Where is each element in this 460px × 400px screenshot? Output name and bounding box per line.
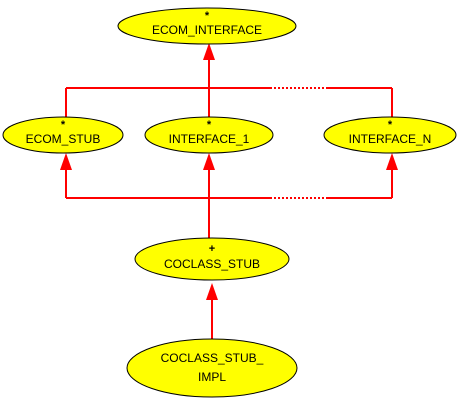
node-coclass-stub-impl[interactable]: COCLASS_STUB_ IMPL <box>126 338 298 398</box>
node-ecom-stub-shape <box>2 116 124 154</box>
node-interface-n[interactable]: * INTERFACE_N <box>323 116 457 154</box>
node-coclass-stub-impl-shape <box>126 338 298 398</box>
node-ecom-stub[interactable]: * ECOM_STUB <box>2 116 124 154</box>
node-interface-1-label: INTERFACE_1 <box>169 132 250 146</box>
node-coclass-stub[interactable]: + COCLASS_STUB <box>134 237 290 281</box>
arrowhead-interface-1 <box>203 153 215 170</box>
edges-top-bus <box>65 43 393 117</box>
node-interface-1-marker: * <box>207 119 212 131</box>
node-interface-n-shape <box>323 116 457 154</box>
node-coclass-stub-impl-label-line1: COCLASS_STUB_ <box>161 351 264 365</box>
node-interface-1[interactable]: * INTERFACE_1 <box>144 116 274 154</box>
edges-bottom <box>206 283 218 340</box>
node-ecom-interface-shape <box>117 7 297 45</box>
node-ecom-interface-label: ECOM_INTERFACE <box>152 23 262 37</box>
edges-middle-bus <box>60 153 398 238</box>
arrowhead-interface-n <box>386 153 398 170</box>
node-ecom-interface[interactable]: * ECOM_INTERFACE <box>117 7 297 45</box>
node-interface-n-marker: * <box>388 119 393 131</box>
node-interface-n-label: INTERFACE_N <box>349 132 432 146</box>
arrowhead-ecom-interface <box>203 43 215 60</box>
node-coclass-stub-impl-label-line2: IMPL <box>198 370 226 384</box>
node-coclass-stub-shape <box>134 237 290 281</box>
node-ecom-interface-marker: * <box>205 10 210 22</box>
node-interface-1-shape <box>144 116 274 154</box>
node-ecom-stub-marker: * <box>61 119 66 131</box>
node-ecom-stub-label: ECOM_STUB <box>26 132 101 146</box>
node-coclass-stub-marker: + <box>209 243 215 255</box>
arrowhead-coclass-stub <box>206 283 218 300</box>
node-coclass-stub-label: COCLASS_STUB <box>164 257 260 271</box>
arrowhead-ecom-stub <box>60 153 72 170</box>
